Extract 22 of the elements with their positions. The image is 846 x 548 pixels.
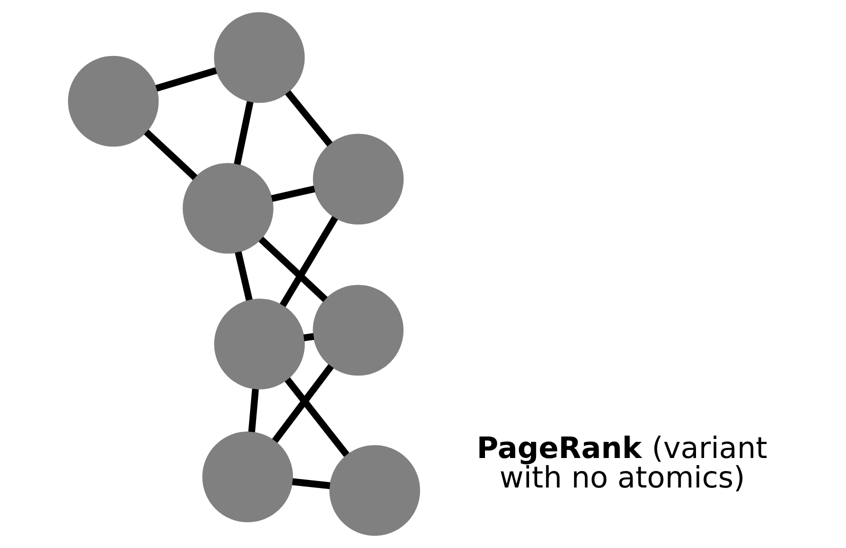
connector (302, 333, 314, 342)
connector (233, 101, 253, 165)
node-circle (312, 134, 404, 224)
node-circle (328, 445, 420, 536)
connector (272, 364, 334, 443)
connector (284, 377, 349, 457)
node-circle (202, 432, 293, 522)
connector (270, 186, 315, 202)
connector (292, 478, 330, 490)
node-circle (214, 298, 304, 390)
connector (284, 90, 332, 146)
label: PageRank (variant with no atomics) (476, 430, 767, 494)
connector (154, 67, 217, 92)
connector (248, 388, 258, 432)
node-circle (214, 12, 304, 103)
node-circle (182, 162, 273, 254)
connector (279, 216, 338, 308)
connector (143, 129, 197, 180)
node-circle (67, 56, 158, 147)
connector (258, 236, 328, 302)
node-circle (312, 284, 404, 376)
connector (234, 251, 252, 301)
